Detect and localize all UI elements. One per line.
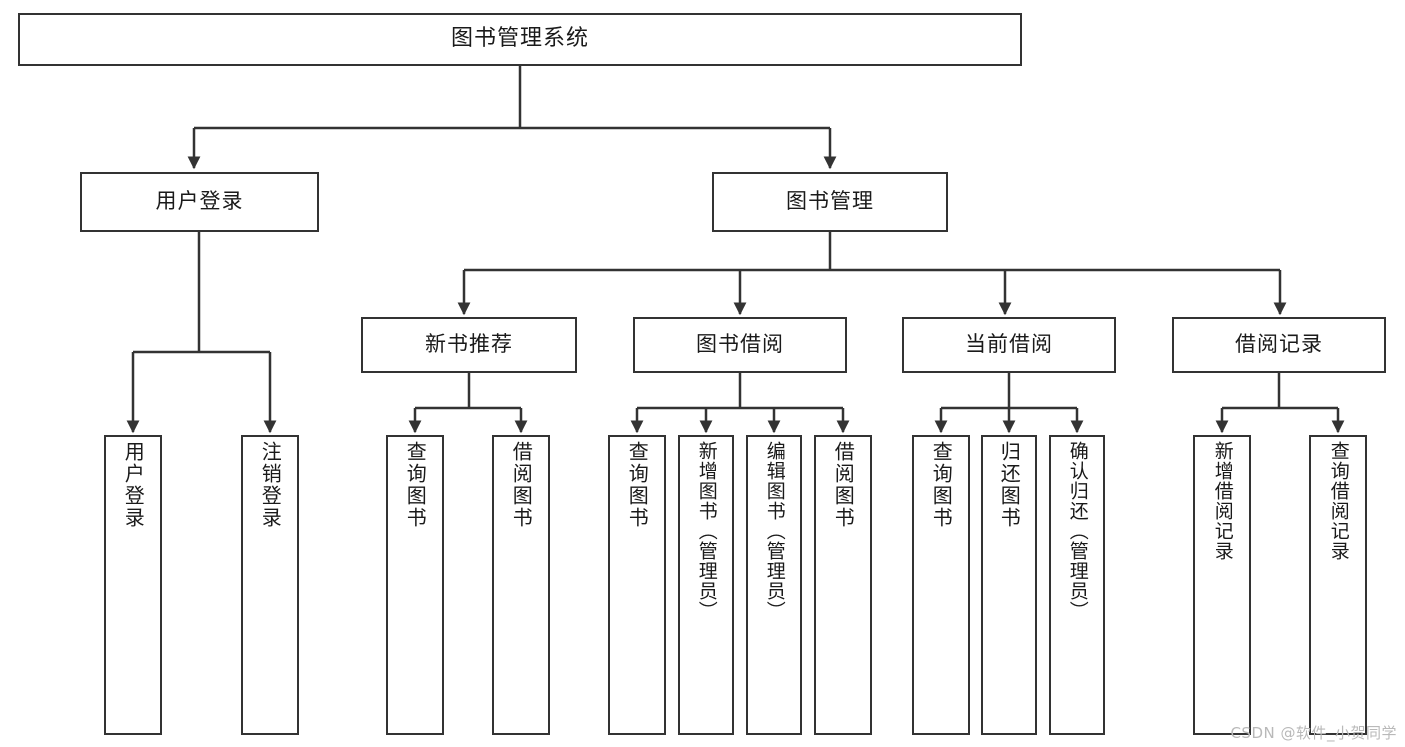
leaf-logout-login-label: 注销登录 — [258, 441, 283, 529]
leaf-query-book-3-label: 查询图书 — [929, 441, 954, 529]
node-book-manage-label: 图书管理 — [786, 189, 874, 214]
leaf-query-book-1-label: 查询图书 — [403, 441, 428, 529]
leaf-edit-book-label: 编辑图书（管理员） — [763, 441, 786, 621]
node-root[interactable]: 图书管理系统 — [18, 13, 1022, 66]
leaf-query-book-2[interactable]: 查询图书 — [608, 435, 666, 735]
leaf-user-login[interactable]: 用户登录 — [104, 435, 162, 735]
leaf-borrow-book-1-label: 借阅图书 — [509, 441, 534, 529]
node-book-manage[interactable]: 图书管理 — [712, 172, 948, 232]
leaf-return-book[interactable]: 归还图书 — [981, 435, 1037, 735]
node-book-borrow[interactable]: 图书借阅 — [633, 317, 847, 373]
leaf-return-book-label: 归还图书 — [997, 441, 1022, 529]
node-current-borrow[interactable]: 当前借阅 — [902, 317, 1116, 373]
leaf-add-book-label: 新增图书（管理员） — [695, 441, 718, 621]
leaf-query-book-3[interactable]: 查询图书 — [912, 435, 970, 735]
leaf-query-book-1[interactable]: 查询图书 — [386, 435, 444, 735]
leaf-add-record-label: 新增借阅记录 — [1211, 441, 1234, 561]
node-borrow-record-label: 借阅记录 — [1235, 332, 1323, 357]
leaf-logout-login[interactable]: 注销登录 — [241, 435, 299, 735]
node-root-label: 图书管理系统 — [450, 26, 589, 52]
leaf-borrow-book-2[interactable]: 借阅图书 — [814, 435, 872, 735]
leaf-query-book-2-label: 查询图书 — [625, 441, 650, 529]
leaf-confirm-return[interactable]: 确认归还（管理员） — [1049, 435, 1105, 735]
leaf-add-record[interactable]: 新增借阅记录 — [1193, 435, 1251, 735]
leaf-user-login-label: 用户登录 — [121, 441, 146, 529]
leaf-query-record[interactable]: 查询借阅记录 — [1309, 435, 1367, 735]
node-new-book-recommend-label: 新书推荐 — [425, 332, 513, 357]
node-user-login-label: 用户登录 — [155, 189, 244, 214]
leaf-borrow-book-1[interactable]: 借阅图书 — [492, 435, 550, 735]
leaf-confirm-return-label: 确认归还（管理员） — [1066, 441, 1089, 621]
node-borrow-record[interactable]: 借阅记录 — [1172, 317, 1386, 373]
node-user-login[interactable]: 用户登录 — [80, 172, 319, 232]
leaf-query-record-label: 查询借阅记录 — [1327, 441, 1350, 561]
leaf-edit-book[interactable]: 编辑图书（管理员） — [746, 435, 802, 735]
node-current-borrow-label: 当前借阅 — [965, 332, 1053, 357]
watermark-text: CSDN @软件_小贺同学 — [1230, 724, 1397, 742]
leaf-add-book[interactable]: 新增图书（管理员） — [678, 435, 734, 735]
leaf-borrow-book-2-label: 借阅图书 — [831, 441, 856, 529]
node-book-borrow-label: 图书借阅 — [696, 332, 784, 357]
node-new-book-recommend[interactable]: 新书推荐 — [361, 317, 577, 373]
